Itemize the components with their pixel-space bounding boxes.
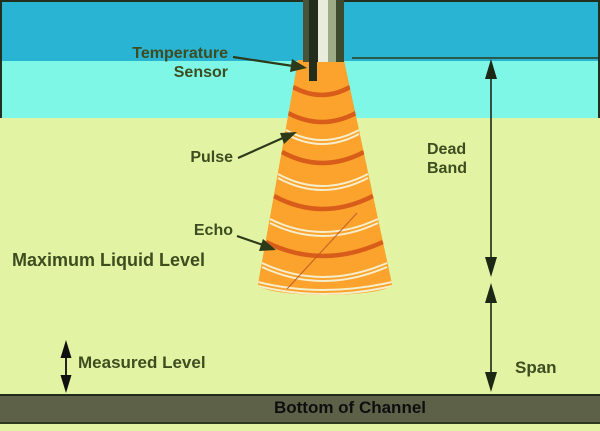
pulse-wave-arc	[264, 239, 384, 259]
pulse-wave-arc	[272, 193, 375, 212]
pulse-label: Pulse	[190, 149, 233, 166]
echo-wave-arc	[269, 222, 379, 237]
echo-label: Echo	[193, 222, 233, 239]
pulse-wave-arc	[286, 110, 358, 125]
span-label: Span	[515, 358, 557, 377]
pulse-wave-arc	[291, 85, 352, 98]
temperature-sensor-label: Temperature Sensor	[132, 45, 228, 81]
upper-liquid-band	[2, 2, 598, 61]
measured-level-arrow-icon	[60, 340, 72, 393]
temperature-sensor-probe	[309, 58, 317, 81]
bottom-of-channel-label: Bottom of Channel	[273, 398, 427, 417]
echo-wave-arc	[277, 177, 369, 191]
echo-wave-arc	[277, 173, 369, 187]
echo-wave-arc	[258, 281, 392, 291]
echo-pointer-icon	[236, 234, 276, 251]
ultrasonic-beam-cone	[258, 60, 392, 295]
measured-level-label: Measured Level	[78, 353, 206, 372]
echo-wave-arc	[261, 266, 388, 282]
echo-return-path-line	[286, 212, 358, 290]
channel-bottom-band	[0, 394, 600, 424]
echo-wave-arc	[258, 285, 392, 295]
pulse-wave-arc	[280, 150, 366, 166]
temperature-sensor-pointer-icon	[232, 55, 307, 72]
maximum-liquid-level-label: Maximum Liquid Level	[12, 250, 206, 270]
span-arrow-icon	[485, 283, 497, 392]
echo-wave-arc	[285, 133, 360, 145]
dead-band-label: Dead Band	[427, 141, 467, 177]
echo-wave-arc	[261, 262, 388, 278]
pulse-pointer-icon	[237, 132, 297, 160]
echo-wave-arc	[269, 218, 379, 233]
ultrasonic-transducer-housing	[303, 0, 344, 62]
dead-band-arrow-icon	[485, 59, 497, 277]
